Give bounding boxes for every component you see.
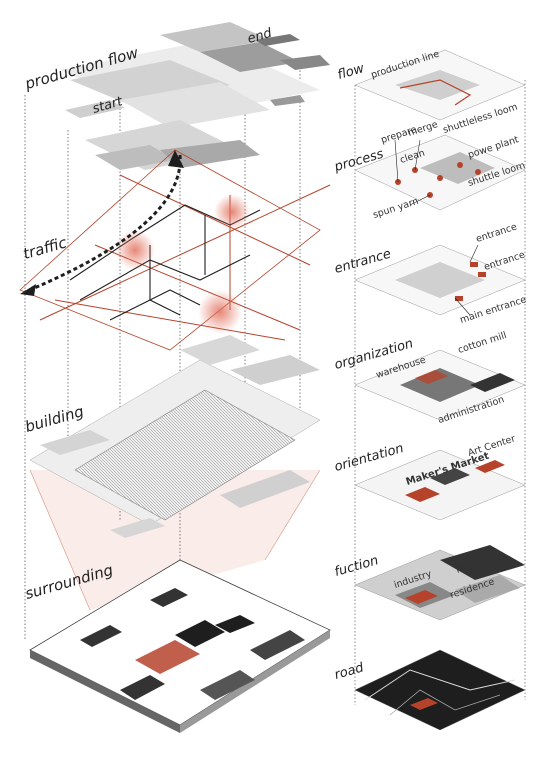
surrounding-layer [29, 559, 331, 733]
flow-panel [354, 49, 526, 121]
organization-panel [354, 349, 526, 421]
traffic-layer [19, 149, 331, 351]
road-panel [354, 649, 526, 731]
process-panel [354, 134, 526, 211]
entrance-panel [354, 244, 526, 316]
fuction-panel [354, 545, 526, 621]
production-flow-layer [60, 22, 330, 170]
orientation-panel [354, 449, 526, 521]
building-layer [29, 335, 321, 538]
